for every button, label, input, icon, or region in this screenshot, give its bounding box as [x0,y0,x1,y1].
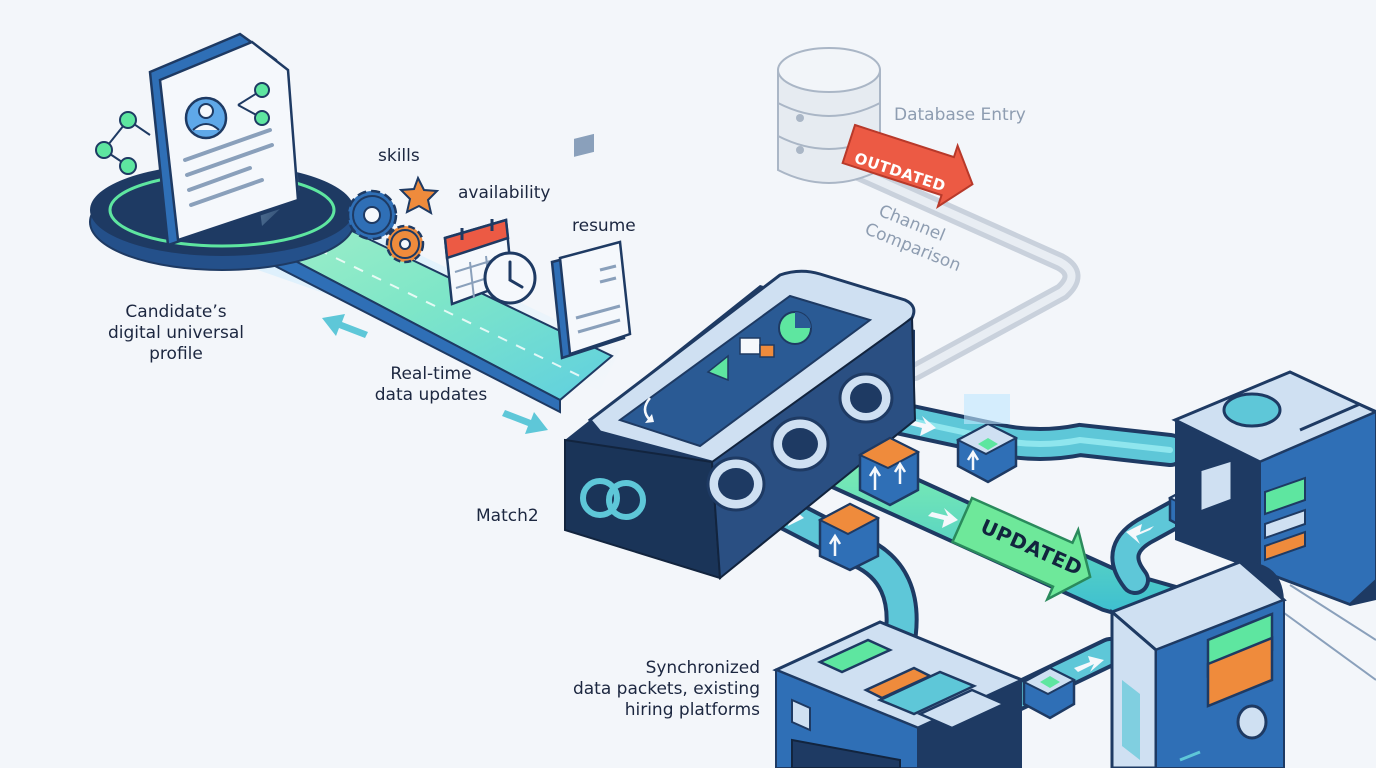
sync-caption-line3: hiring platforms [624,700,760,720]
profile-caption-line1: Candidate’s [125,302,227,322]
updated-arrow [950,496,1092,603]
resume-label: resume [572,216,636,236]
resume-document-icon [550,133,632,360]
realtime-arrows [322,314,548,434]
profile-caption-line2: digital universal [107,323,245,343]
realtime-caption-line1: Real-time [390,364,472,384]
profile-caption: Candidate’s digital universal profile [95,302,257,365]
availability-label: availability [458,183,551,203]
realtime-caption: Real-time data updates [356,364,506,406]
outdated-arrow [841,123,974,209]
sync-caption-line1: Synchronized [645,658,760,678]
profile-caption-line3: profile [149,344,203,364]
server-icon [1109,560,1287,768]
network-nodes-icon [95,82,270,175]
skills-label: skills [378,146,420,166]
server-icon [772,620,1026,768]
hub-ports [706,372,894,512]
gear-icon [346,189,425,264]
server-icon [1171,370,1376,606]
sync-caption: Synchronized data packets, existing hiri… [530,658,760,721]
infinity-logo-icon [580,478,646,520]
realtime-caption-line2: data updates [374,385,488,405]
sync-caption-line2: data packets, existing [572,679,760,699]
database-entry-label: Database Entry [894,105,1026,125]
clock-icon [483,251,537,305]
hub-name-label: Match2 [476,506,539,526]
star-icon [398,175,440,216]
